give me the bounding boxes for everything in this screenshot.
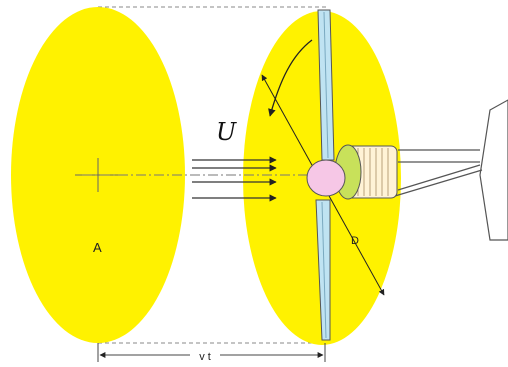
distance-label: v t bbox=[199, 351, 211, 363]
diameter-label: D bbox=[351, 235, 359, 247]
lower-blade bbox=[315, 199, 331, 341]
area-label: A bbox=[93, 240, 102, 255]
tower-brace-1 bbox=[397, 164, 481, 191]
tower-body bbox=[479, 99, 508, 241]
tower-brace-2 bbox=[394, 169, 483, 197]
velocity-label: U bbox=[216, 118, 237, 146]
lower-blade-spar bbox=[321, 201, 327, 339]
upper-blade-spar bbox=[323, 11, 329, 159]
rotor-hub bbox=[306, 159, 346, 197]
distance-label-bg bbox=[190, 347, 220, 363]
